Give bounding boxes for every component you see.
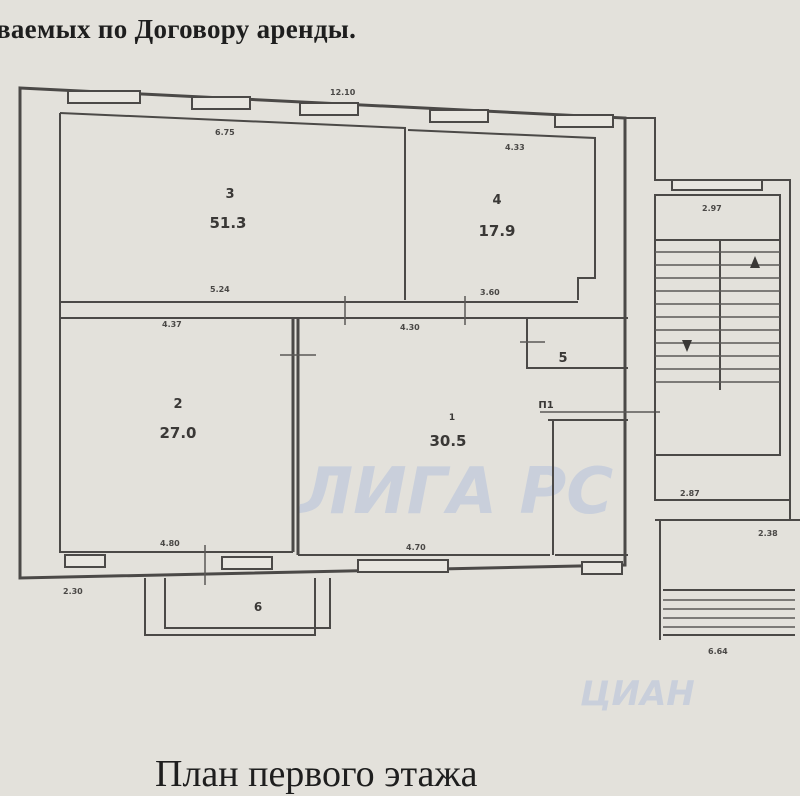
dim-room1-bottom: 4.70 [406,543,426,552]
dim-room4-top: 4.33 [505,143,525,152]
windows [64,90,763,575]
room-5-number: 5 [558,351,567,366]
room-6-number: 6 [254,600,262,614]
dim-left-bottom: 2.30 [63,587,83,596]
room-1-area: 30.5 [429,432,466,450]
outer-walls [18,86,791,580]
dim-stair-bottom: 2.87 [680,489,700,498]
balcony-outline [144,578,331,636]
room-3-area: 51.3 [209,214,246,232]
watermark-agency: ЛИГА РС [298,455,613,529]
dim-room2-top: 4.37 [162,320,182,329]
document-header-text: ваемых по Договору аренды. [0,14,357,44]
dim-entry-width: 2.38 [758,529,778,538]
watermark-site: ЦИАН [580,674,695,714]
floor-plan-title: План первого этажа [155,753,478,795]
room-1-number: 1 [449,413,455,423]
room-4-area: 17.9 [478,222,515,240]
room-p1-number: П1 [538,400,553,411]
dim-room3-bottom: 5.24 [210,285,230,294]
room-2-area: 27.0 [159,424,196,442]
room-4-number: 4 [492,193,501,208]
room-2-number: 2 [173,397,182,412]
dim-room2-bottom: 4.80 [160,539,180,548]
dim-room4-bottom: 3.60 [480,288,500,297]
dim-total-width: 12.10 [330,88,356,97]
dim-porch-width: 6.64 [708,647,728,656]
dim-room1-top: 4.30 [400,323,420,332]
staircase [654,194,800,640]
room-3-number: 3 [225,187,234,202]
dim-room3-top: 6.75 [215,128,235,137]
interior-walls [60,296,660,585]
dim-stair-top: 2.97 [702,204,722,213]
